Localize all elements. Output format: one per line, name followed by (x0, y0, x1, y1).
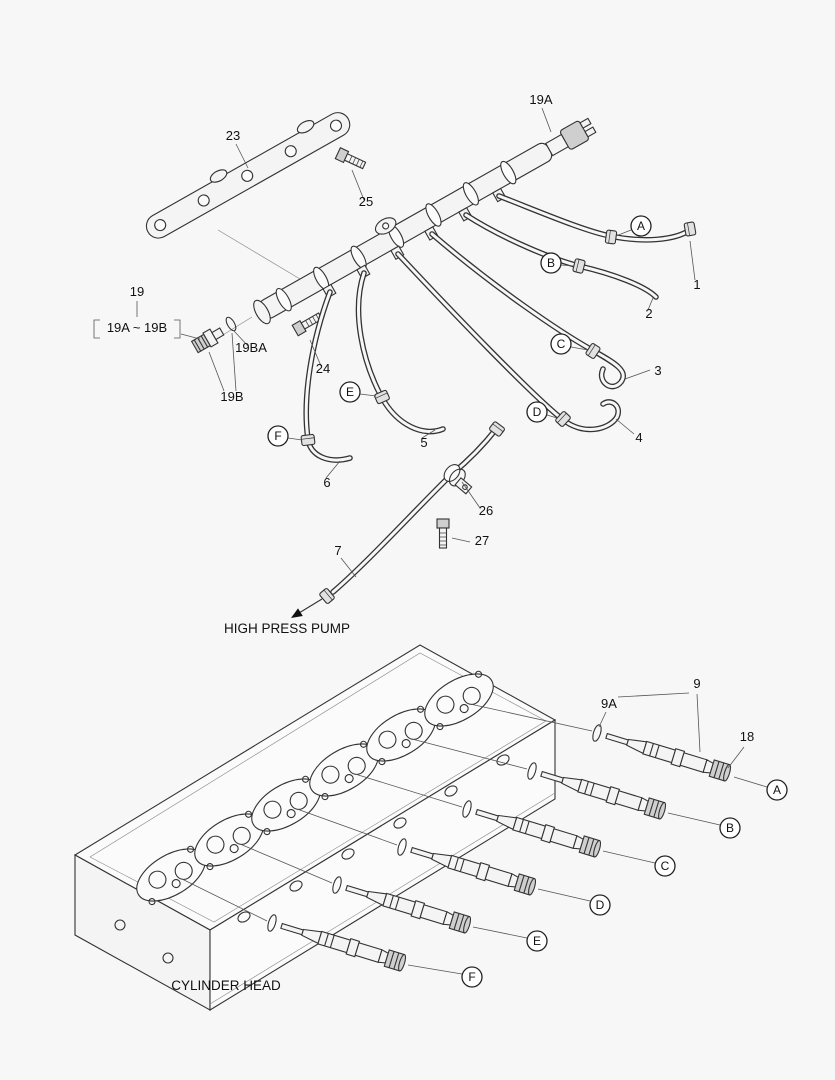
fuel-rail (253, 117, 597, 325)
circle-c-top-label: C (557, 337, 566, 351)
leader-7 (340, 557, 357, 578)
label-9: 9 (693, 676, 700, 691)
leader-19b-1 (208, 351, 225, 392)
leader-19ba (233, 330, 249, 347)
label-24: 24 (316, 361, 330, 376)
leader-5 (421, 429, 436, 439)
circle-a-bottom (766, 779, 788, 801)
pipe-connector-circles: A B C D E F (267, 215, 652, 447)
circle-e-bottom (526, 930, 548, 952)
bolt-25 (334, 147, 368, 172)
caption-cylinder-head: CYLINDER HEAD (171, 978, 281, 993)
label-19-block: 19 19A ~ 19B (93, 284, 201, 340)
leader-24 (309, 339, 322, 367)
circle-a-bottom-label: A (773, 783, 781, 797)
circle-f-top (267, 425, 289, 447)
label-19: 19 (130, 284, 144, 299)
circle-c-top (550, 333, 572, 355)
circle-b-top-label: B (547, 256, 555, 270)
circle-b-top (540, 252, 562, 274)
pipe-7-to-pump (318, 420, 506, 605)
label-3: 3 (654, 363, 661, 378)
circle-a-top-label: A (637, 219, 645, 233)
bracket-9 (617, 692, 690, 698)
o-ring-19ba (225, 316, 237, 332)
circle-c-bottom (654, 855, 676, 877)
pipe-5 (355, 270, 446, 435)
leader-23 (235, 143, 249, 169)
label-19a: 19A (529, 92, 552, 107)
cylinder-head (73, 644, 557, 1011)
label-19-range: 19A ~ 19B (107, 320, 167, 335)
pipe-4 (395, 251, 621, 433)
leader-3 (624, 369, 651, 380)
label-1: 1 (693, 277, 700, 292)
pipe-6 (300, 289, 353, 463)
circle-d-bottom (589, 894, 611, 916)
injector-centerlines (181, 703, 593, 922)
leader-25 (351, 169, 365, 201)
circle-f-bottom (461, 966, 483, 988)
circle-b-bottom-label: B (726, 821, 734, 835)
leader-2 (647, 297, 654, 311)
leader-19b-2 (231, 332, 237, 392)
leader-6 (325, 460, 341, 479)
label-18: 18 (740, 729, 754, 744)
circle-d-bottom-label: D (596, 898, 605, 912)
label-7: 7 (334, 543, 341, 558)
circle-d-top-label: D (533, 405, 542, 419)
pipe-clamp-26 (443, 464, 473, 495)
label-27: 27 (475, 533, 489, 548)
label-19ba: 19BA (235, 340, 267, 355)
leader-9 (696, 693, 701, 753)
circle-e-bottom-label: E (533, 934, 541, 948)
circle-a-top (630, 215, 652, 237)
circle-c-bottom-label: C (661, 859, 670, 873)
label-9a: 9A (601, 696, 617, 711)
pipe-1 (496, 193, 697, 245)
label-4: 4 (635, 430, 642, 445)
label-6: 6 (323, 475, 330, 490)
label-23: 23 (226, 128, 240, 143)
circle-d-top (526, 401, 548, 423)
caption-high-press-pump: HIGH PRESS PUMP (224, 621, 350, 636)
circle-f-top-label: F (274, 429, 281, 443)
label-5: 5 (420, 435, 427, 450)
leader-19a (541, 107, 552, 133)
label-19b: 19B (220, 389, 243, 404)
plug-19b (190, 327, 225, 354)
injector-connector-circles: A B C D E F (407, 776, 788, 988)
circle-b-bottom (719, 817, 741, 839)
label-2: 2 (645, 306, 652, 321)
leader-9a (598, 711, 607, 728)
rail-mounting-bracket (145, 112, 351, 239)
bolt-27 (436, 518, 450, 549)
leader-18 (727, 746, 745, 769)
pipe-2 (463, 212, 659, 300)
injector-a (590, 723, 733, 783)
bracket-assembly-line (217, 229, 301, 280)
rail-pressure-sensor (545, 117, 597, 157)
pipe-3 (429, 231, 626, 390)
circle-e-top (339, 381, 361, 403)
circle-f-bottom-label: F (468, 970, 475, 984)
leader-1 (689, 240, 696, 281)
leader-27 (451, 537, 471, 543)
pump-direction-arrow (291, 598, 323, 618)
label-25: 25 (359, 194, 373, 209)
leader-26 (461, 481, 481, 509)
circle-e-top-label: E (346, 385, 354, 399)
leader-4 (615, 418, 635, 435)
label-26: 26 (479, 503, 493, 518)
